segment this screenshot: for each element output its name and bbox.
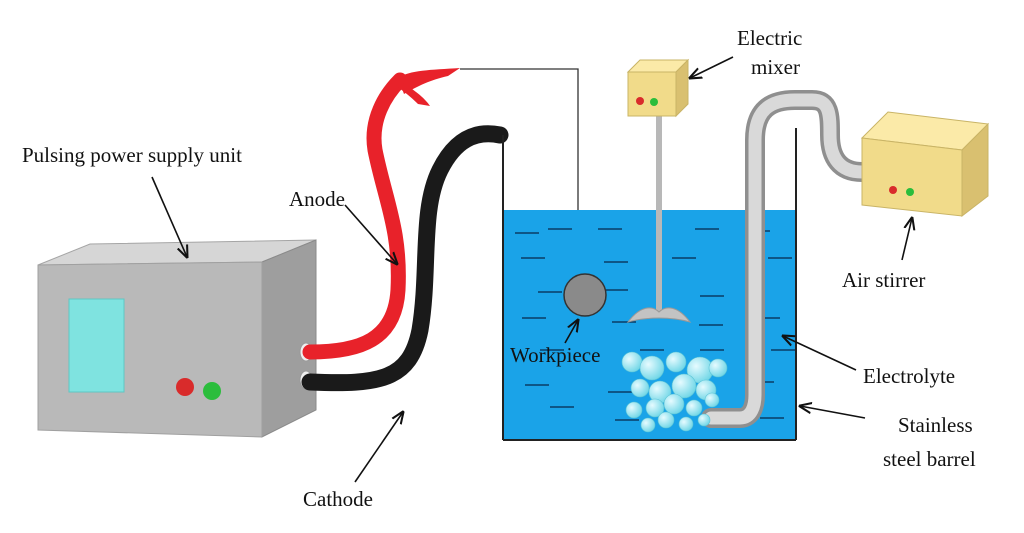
bubble-icon [621,351,728,433]
label-workpiece: Workpiece [510,343,600,367]
bubble [621,351,643,373]
bubble [708,358,728,378]
power-supply-side [261,239,317,438]
arrow-electric-mixer [690,56,734,78]
arrow-electrolyte [783,336,857,371]
bubble [645,398,665,418]
electric-mixer-icon [626,58,692,323]
bubble [697,413,711,427]
anode-cable [302,72,408,360]
bubble [704,392,720,408]
bubble [630,378,650,398]
air-stirrer-icon [860,111,990,218]
label-cathode: Cathode [303,487,373,511]
label-electrolyte: Electrolyte [863,364,955,388]
mixer-led-red [636,97,644,105]
stirrer-led-green [906,188,914,196]
label-electric-mixer-line2: mixer [751,55,800,79]
mixer-impeller [626,307,692,323]
label-anode: Anode [289,187,345,211]
stirrer-led-red [889,186,897,194]
arrow-power-supply [151,176,187,257]
arrow-air-stirrer [901,218,912,261]
mixer-shaft [656,112,662,312]
power-supply-icon [37,239,317,438]
bubble [678,416,694,432]
power-led-red [176,378,194,396]
arrow-workpiece [564,320,578,344]
power-supply-display [68,298,125,393]
bubble [665,351,687,373]
bubble [685,399,703,417]
anode-clip-icon [396,68,460,106]
power-led-green [203,382,221,400]
cathode-cable [301,125,509,392]
label-barrel-line2: steel barrel [883,447,976,471]
bubble [657,411,675,429]
arrow-anode [344,204,397,264]
bubble [663,393,685,415]
bubble [625,401,643,419]
arrow-barrel [800,406,866,419]
label-electric-mixer-line1: Electric [737,26,802,50]
bubble [639,355,665,381]
label-power-supply: Pulsing power supply unit [22,143,242,167]
anode-wire [460,68,579,270]
bubble [671,373,697,399]
workpiece-icon [563,273,607,317]
arrow-cathode [354,412,403,483]
mixer-led-green [650,98,658,106]
label-barrel-line1: Stainless [898,413,973,437]
label-air-stirrer: Air stirrer [842,268,925,292]
bubble [640,417,656,433]
